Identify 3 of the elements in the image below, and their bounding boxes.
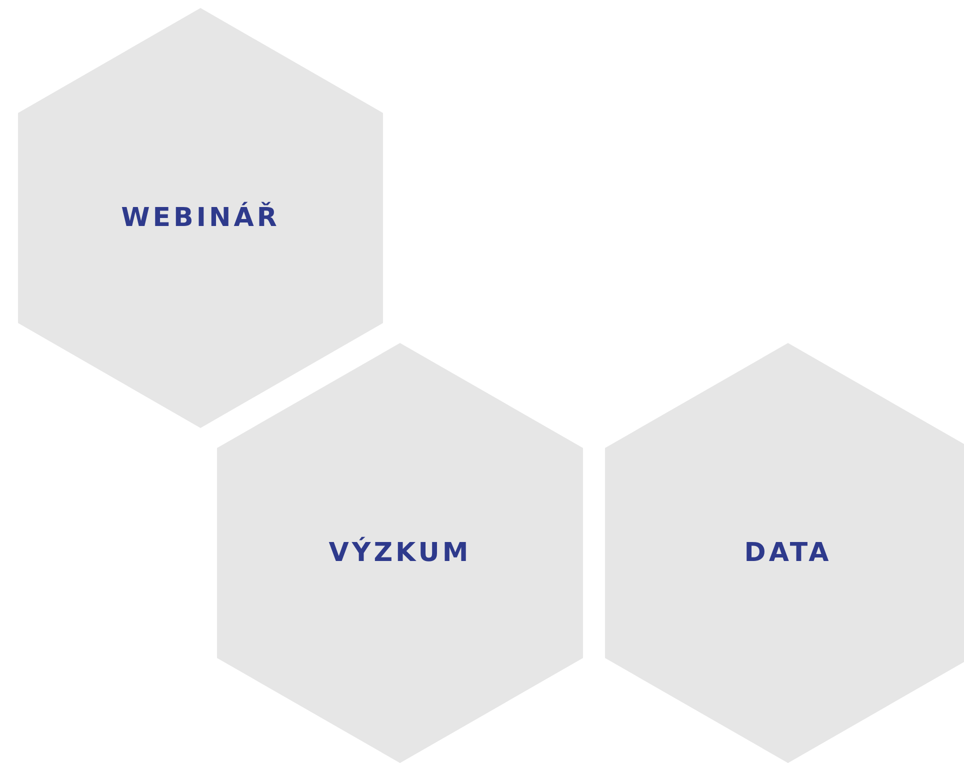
hexagon-label: DATA <box>744 538 832 568</box>
hexagon-label: WEBINÁŘ <box>121 203 280 233</box>
hexagon-label: VÝZKUM <box>328 538 472 568</box>
